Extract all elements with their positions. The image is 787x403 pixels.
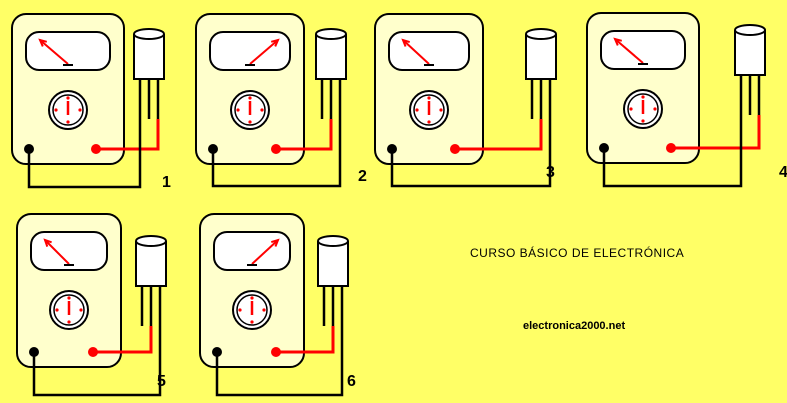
red-probe-jack xyxy=(271,347,281,357)
knob-tick xyxy=(427,120,431,124)
knob-tick xyxy=(78,108,82,112)
needle-arrowhead xyxy=(401,38,410,47)
knob-tick xyxy=(262,308,266,312)
test-number-label: 3 xyxy=(546,164,555,181)
knob-inner-ring xyxy=(627,93,659,125)
transistor-body xyxy=(135,241,167,287)
red-probe-wire xyxy=(93,326,153,354)
red-probe-jack xyxy=(91,144,101,154)
website-label: electronica2000.net xyxy=(523,320,626,332)
red-probe-wire xyxy=(276,326,335,354)
red-probe-jack xyxy=(88,347,98,357)
needle-arrowhead xyxy=(38,38,48,47)
needle-arrowhead xyxy=(43,238,52,247)
test-number-label: 4 xyxy=(779,164,787,181)
test-setup-6: 6 xyxy=(199,213,356,397)
meter-needle xyxy=(251,239,279,265)
meter-needle xyxy=(39,39,69,65)
knob-tick xyxy=(427,96,431,100)
knob-tick xyxy=(248,96,252,100)
knob-inner-ring xyxy=(236,294,268,326)
knob-tick xyxy=(439,108,443,112)
meter-needle xyxy=(249,39,279,65)
knob-tick xyxy=(67,320,71,324)
black-probe-wire xyxy=(215,326,344,397)
meter-needle xyxy=(402,39,430,65)
meter-display xyxy=(600,30,686,70)
black-probe-jack xyxy=(29,347,39,357)
red-probe-jack xyxy=(271,144,281,154)
transistor-top xyxy=(317,235,349,247)
transistor-top xyxy=(315,28,347,40)
knob-tick xyxy=(629,107,633,111)
knob-tick xyxy=(641,119,645,123)
test-number-label: 1 xyxy=(162,174,171,191)
black-probe-jack xyxy=(212,347,222,357)
black-probe-wire xyxy=(211,119,342,188)
meter-needle xyxy=(614,38,644,64)
knob-tick xyxy=(260,108,264,112)
black-probe-jack xyxy=(208,144,218,154)
knob-inner-ring xyxy=(413,94,445,126)
red-probe-wire xyxy=(276,119,333,151)
transistor-body xyxy=(525,34,557,80)
black-probe-jack xyxy=(387,144,397,154)
red-probe-wire xyxy=(96,119,160,151)
test-setup-5: 5 xyxy=(16,213,167,397)
transistor-top xyxy=(135,235,167,247)
knob-tick xyxy=(415,108,419,112)
knob-tick xyxy=(236,108,240,112)
test-setup-2: 2 xyxy=(195,13,367,188)
transistor-top xyxy=(525,28,557,40)
black-probe-wire xyxy=(390,119,552,188)
transistor-top xyxy=(133,28,165,40)
test-number-label: 6 xyxy=(347,373,356,390)
knob-tick xyxy=(641,95,645,99)
meter-display xyxy=(209,31,291,71)
knob-tick xyxy=(79,308,83,312)
test-setup-4: 4 xyxy=(586,12,787,188)
knob-tick xyxy=(248,120,252,124)
meter-needle xyxy=(44,239,70,265)
transistor-body xyxy=(317,241,349,287)
test-setup-3: 3 xyxy=(374,13,557,188)
test-number-label: 5 xyxy=(157,373,166,390)
test-setup-1: 1 xyxy=(11,13,171,191)
knob-tick xyxy=(54,108,58,112)
knob-tick xyxy=(67,296,71,300)
knob-tick xyxy=(55,308,59,312)
red-probe-wire xyxy=(671,115,761,150)
black-probe-jack xyxy=(24,144,34,154)
knob-inner-ring xyxy=(52,94,84,126)
transistor-body xyxy=(734,30,766,76)
transistor-top xyxy=(734,24,766,36)
needle-arrowhead xyxy=(613,37,623,46)
knob-inner-ring xyxy=(234,94,266,126)
knob-tick xyxy=(653,107,657,111)
test-number-label: 2 xyxy=(358,168,367,185)
knob-inner-ring xyxy=(53,294,85,326)
transistor-body xyxy=(133,34,165,80)
knob-tick xyxy=(250,320,254,324)
red-probe-wire xyxy=(455,119,543,151)
red-probe-jack xyxy=(450,144,460,154)
black-probe-wire xyxy=(602,115,743,188)
needle-arrowhead xyxy=(270,38,280,47)
knob-tick xyxy=(238,308,242,312)
meter-display xyxy=(25,31,111,71)
course-title: CURSO BÁSICO DE ELECTRÓNICA xyxy=(470,246,685,260)
knob-tick xyxy=(250,296,254,300)
black-probe-jack xyxy=(599,143,609,153)
black-probe-wire xyxy=(32,326,162,397)
needle-arrowhead xyxy=(271,238,280,247)
red-probe-jack xyxy=(666,143,676,153)
transistor-body xyxy=(315,34,347,80)
knob-tick xyxy=(66,96,70,100)
black-probe-wire xyxy=(27,119,142,189)
knob-tick xyxy=(66,120,70,124)
meter-display xyxy=(213,231,291,271)
